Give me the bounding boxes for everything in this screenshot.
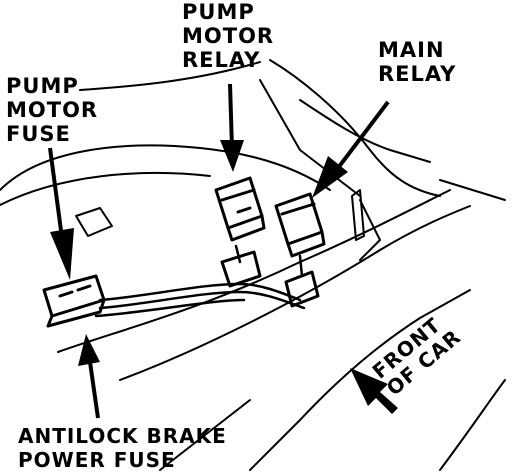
label-line: RELAY [182, 48, 261, 72]
main-relay-arrow [312, 100, 390, 198]
label-line: PUMP [6, 74, 79, 98]
bracket-shape [351, 189, 365, 241]
pump-motor-relay-label: PUMP MOTOR RELAY [182, 0, 274, 72]
reservoir-shape [75, 207, 113, 237]
label-line: ANTILOCK BRAKE [18, 424, 227, 448]
antilock-brake-fuse-arrow [78, 334, 100, 419]
pump-motor-relay-shape [214, 176, 266, 242]
pump-motor-fuse-label: PUMP MOTOR FUSE [6, 74, 98, 146]
label-line: PUMP [182, 0, 255, 24]
label-line: POWER FUSE [18, 448, 176, 472]
relay-socket-left [220, 250, 262, 288]
front-of-car-arrow [350, 368, 398, 414]
antilock-brake-power-fuse-label: ANTILOCK BRAKE POWER FUSE [18, 424, 227, 472]
main-relay-shape [274, 192, 326, 258]
wiring-harness [94, 244, 306, 318]
relay-socket-right [284, 270, 320, 308]
fuse-block-shape [42, 274, 106, 328]
pump-motor-relay-arrow [220, 83, 244, 172]
main-relay-label: MAIN RELAY [378, 38, 456, 86]
label-line: RELAY [378, 62, 457, 86]
label-line: FUSE [6, 122, 71, 146]
label-line: MOTOR [6, 98, 99, 122]
pump-motor-fuse-arrow [48, 147, 74, 280]
label-line: MOTOR [182, 24, 275, 48]
fender-outline [0, 59, 506, 471]
label-line: MAIN [378, 38, 445, 62]
